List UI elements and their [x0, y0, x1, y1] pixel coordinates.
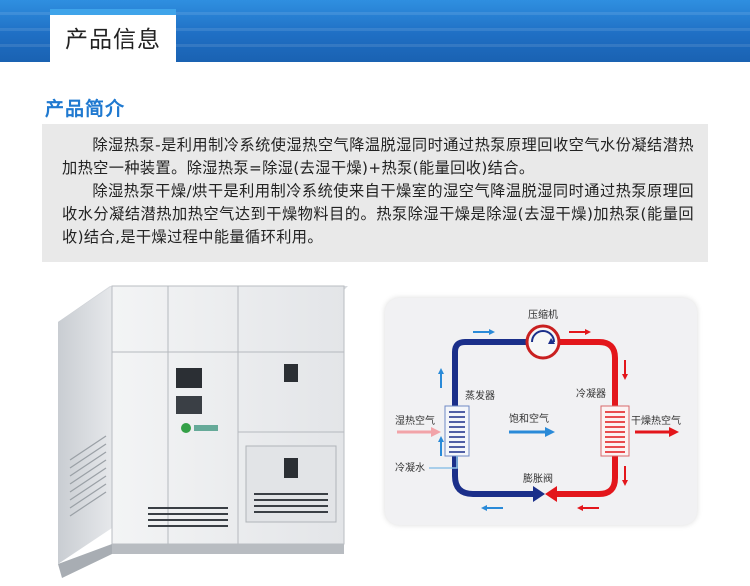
humid-air-label: 湿热空气	[395, 414, 435, 427]
control-display	[176, 396, 202, 414]
compressor-label: 压缩机	[528, 308, 558, 321]
lower-vent	[284, 458, 298, 478]
header-stripe	[0, 28, 750, 31]
header-stripe	[0, 12, 750, 15]
header-band: 产品信息	[0, 0, 750, 62]
upper-vent	[284, 364, 298, 382]
section-title: 产品简介	[45, 98, 126, 120]
intro-paragraph-2: 除湿热泵干燥/烘干是利用制冷系统使来自干燥室的湿空气降温脱湿同时通过热泵原理回收…	[62, 182, 694, 246]
heat-pump-diagram: 压缩机 膨胀阀 蒸发器 冷凝器 冷凝水 湿热空气 饱和空气 干燥热空气	[385, 298, 697, 525]
condenser-coil	[600, 405, 630, 457]
product-machine-image	[48, 282, 358, 584]
lower-panel	[245, 445, 337, 523]
compressor-arrow	[548, 338, 555, 344]
intro-paragraph-1: 除湿热泵-是利用制冷系统使湿热空气降温脱湿同时通过热泵原理回收空气水份凝结潜热加…	[62, 136, 694, 177]
humid-air-arrow-head	[431, 427, 441, 437]
flow-arrows	[438, 329, 628, 511]
machine-side	[58, 286, 112, 564]
header-stripe	[0, 44, 750, 47]
condensate-label: 冷凝水	[395, 461, 425, 474]
machine-base	[112, 544, 344, 554]
brand-logo-icon	[181, 423, 191, 433]
intro-text-box: 除湿热泵-是利用制冷系统使湿热空气降温脱湿同时通过热泵原理回收空气水份凝结潜热加…	[42, 124, 708, 262]
expansion-valve-left	[533, 486, 545, 502]
machine-base-side	[58, 544, 112, 578]
brand-logo-text	[194, 425, 218, 431]
saturated-air-arrow-head	[545, 427, 555, 437]
page-title: 产品信息	[65, 26, 161, 53]
condenser-label: 冷凝器	[576, 387, 606, 400]
condensate-pipe	[429, 456, 458, 469]
evaporator-label: 蒸发器	[465, 389, 495, 402]
dry-hot-air-arrow-head	[669, 427, 679, 437]
panel-seams	[112, 286, 344, 544]
control-screen	[176, 368, 202, 388]
expansion-valve-label: 膨胀阀	[523, 472, 553, 485]
evaporator-fins	[449, 411, 465, 453]
expansion-valve-right	[545, 486, 557, 502]
side-vents	[69, 435, 107, 517]
dry-hot-air-label: 干燥热空气	[631, 414, 681, 427]
header-tab: 产品信息	[50, 9, 176, 62]
saturated-air-label: 饱和空气	[509, 412, 549, 425]
lower-grille	[254, 493, 328, 513]
condenser-fins	[605, 411, 625, 453]
evaporator-coil	[444, 405, 470, 457]
bottom-grille	[148, 507, 228, 527]
compressor-rotor	[531, 330, 555, 343]
